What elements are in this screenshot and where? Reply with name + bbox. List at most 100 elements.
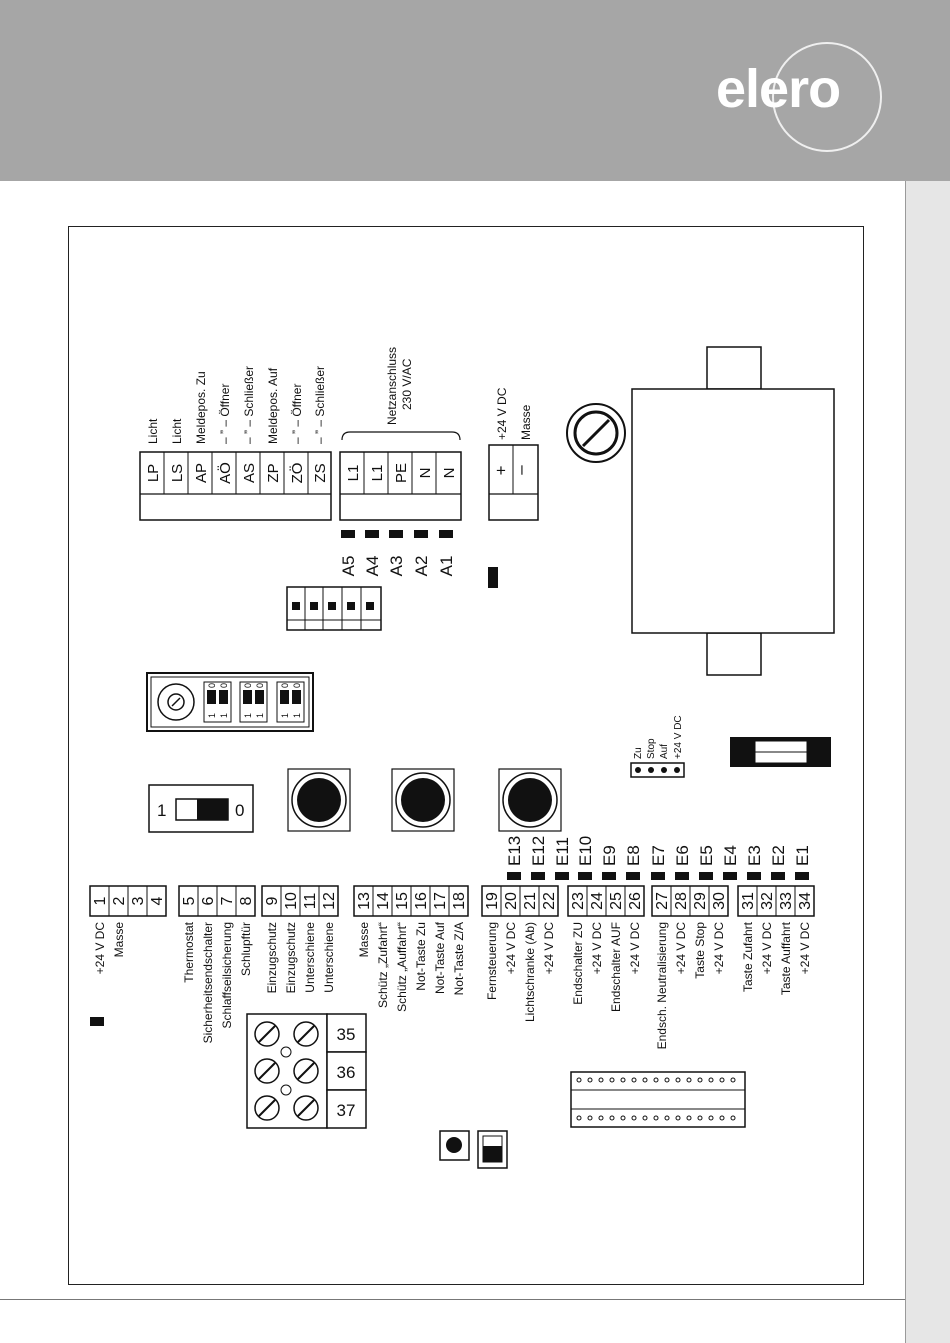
slide-switch[interactable]	[477, 1130, 508, 1169]
reset-button[interactable]	[439, 1130, 470, 1161]
led-label: A1	[437, 556, 456, 577]
ic-socket	[570, 1071, 746, 1128]
dip-switch-block: 1 1 0 0 1 1 0 0 1 1 0 0	[146, 672, 314, 732]
terminal-number: 13	[356, 892, 373, 910]
terminal-description: – ” – Schließer	[242, 366, 256, 444]
connector-label: Stop	[646, 738, 657, 759]
terminal-number: 25	[608, 892, 625, 910]
terminal-label: N	[417, 468, 434, 479]
terminal-description: Unterschiene	[322, 922, 336, 993]
terminal-number: 37	[337, 1101, 356, 1120]
push-button[interactable]	[391, 768, 455, 832]
switch-on-label: 1	[157, 801, 166, 820]
led-label: A2	[412, 556, 431, 577]
terminal-description: +24 V DC	[504, 922, 518, 975]
dip-digit: 0	[255, 683, 265, 688]
led-label: E9	[600, 845, 619, 866]
dip-digit: 0	[292, 683, 302, 688]
footer-rule	[0, 1299, 905, 1300]
terminal-number: 28	[673, 892, 690, 910]
terminal-block-signal: LP LS AP AÖ AS ZP ZÖ ZS Licht Licht Meld…	[139, 366, 332, 521]
terminal-number: 7	[219, 896, 236, 905]
terminal-group-23-26: 23 24 25 26 Endschalter ZU +24 V DC Ends…	[567, 885, 645, 1012]
fuse-holder	[566, 403, 626, 463]
terminal-label: ZP	[265, 463, 282, 482]
terminal-group-19-22: 19 20 21 22 Fernsteuerung +24 V DC Licht…	[481, 885, 559, 1022]
terminal-label: L1	[369, 465, 386, 482]
terminal-minus: –	[511, 465, 530, 475]
terminal-number: 36	[337, 1063, 356, 1082]
terminal-description: +24 V DC	[495, 387, 509, 440]
terminal-group-9-12: 9 10 11 12 Einzugschutz Einzugschutz Unt…	[261, 885, 339, 993]
terminal-description: +24 V DC	[542, 922, 556, 975]
switch-off-label: 0	[235, 801, 244, 820]
fuse	[730, 737, 831, 767]
dip-digit: 1	[280, 713, 290, 718]
terminal-number: 15	[394, 892, 411, 910]
terminal-description: Taste Zufahrt	[741, 921, 755, 992]
led-label: E3	[745, 845, 764, 866]
push-button[interactable]	[498, 768, 562, 832]
terminal-block-24v: + – +24 V DC Masse	[488, 387, 539, 521]
dip-digit: 0	[219, 683, 229, 688]
terminal-block-mains: L1 L1 PE N N Netzanschluss 230 V/AC	[339, 347, 462, 521]
terminal-label: AP	[193, 463, 210, 483]
led-label: E13	[505, 836, 524, 866]
mains-brace	[341, 431, 461, 441]
terminal-description: Schütz „Zufahrt“	[376, 922, 390, 1008]
terminal-description: +24 V DC	[798, 922, 812, 975]
terminal-number: 35	[337, 1025, 356, 1044]
terminal-group-5-8: 5 6 7 8 Thermostat Sicherheitsendschalte…	[178, 885, 256, 1043]
led-label: A5	[339, 556, 358, 577]
terminal-number: 12	[321, 892, 338, 910]
terminal-number: 23	[570, 892, 587, 910]
terminal-description: Endschalter ZU	[571, 922, 585, 1005]
led-label: E6	[673, 845, 692, 866]
small-connector: Zu Stop Auf +24 V DC	[630, 715, 685, 778]
terminal-description: Masse	[112, 922, 126, 958]
main-switch[interactable]: 1 0	[148, 784, 254, 833]
transformer	[631, 346, 835, 676]
terminal-description: +24 V DC	[590, 922, 604, 975]
terminal-description: Taste Stop	[693, 922, 707, 979]
status-led	[488, 567, 498, 588]
terminal-number: 18	[451, 892, 468, 910]
terminal-label: L1	[345, 465, 362, 482]
terminal-description: Schütz „Auffahrt“	[395, 922, 409, 1012]
terminal-description: +24 V DC	[93, 922, 107, 975]
elero-logo: elero	[716, 59, 841, 119]
terminal-description: +24 V DC	[674, 922, 688, 975]
terminal-plus: +	[496, 461, 506, 480]
terminal-number: 1	[92, 896, 109, 905]
led-label: A3	[387, 556, 406, 577]
terminal-number: 10	[283, 892, 300, 910]
dip-digit: 1	[255, 713, 265, 718]
terminal-description: Not-Taste Zu	[414, 922, 428, 991]
jumper-block	[286, 586, 382, 631]
push-button[interactable]	[287, 768, 351, 832]
led-label: E8	[624, 845, 643, 866]
terminal-number: 8	[238, 896, 255, 905]
terminal-group-1-4: 1 2 3 4 +24 V DC Masse	[89, 885, 167, 975]
terminal-description: Not-Taste Z/A	[452, 922, 466, 995]
led-label: E10	[576, 836, 595, 866]
terminal-description: Thermostat	[182, 921, 196, 982]
terminal-label: AS	[241, 463, 258, 483]
terminal-description: +24 V DC	[628, 922, 642, 975]
dip-digit: 1	[292, 713, 302, 718]
terminal-label: LS	[169, 464, 186, 482]
terminal-description: Endschalter AUF	[609, 922, 623, 1012]
power-terminal-block: 35 36 37	[246, 1013, 367, 1129]
terminal-number: 4	[149, 896, 166, 905]
terminal-description: +24 V DC	[760, 922, 774, 975]
terminal-description: +24 V DC	[712, 922, 726, 975]
terminal-label: N	[441, 468, 458, 479]
terminal-description: Licht	[170, 418, 184, 444]
terminal-description: – ” – Öffner	[218, 384, 232, 444]
terminal-description: Unterschiene	[303, 922, 317, 993]
terminal-description: Not-Taste Auf	[433, 921, 447, 994]
terminal-description: – ” – Schließer	[313, 366, 327, 444]
terminal-number: 29	[692, 892, 709, 910]
connector-label: Auf	[659, 744, 670, 759]
